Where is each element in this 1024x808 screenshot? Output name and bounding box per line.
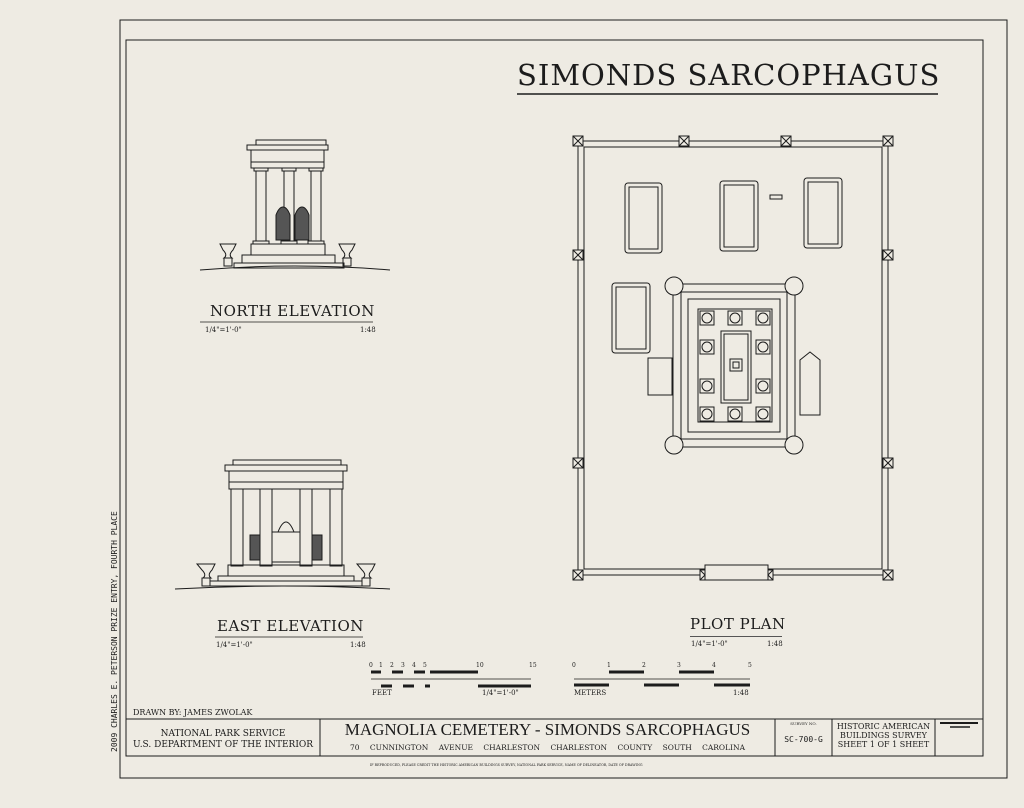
scale-tick-label: 1: [607, 662, 611, 669]
scale-tick-label: 4: [712, 662, 716, 669]
sheet-number: SHEET 1 OF 1 SHEET: [837, 740, 930, 749]
project-title: MAGNOLIA CEMETERY - SIMONDS SARCOPHAGUS: [344, 720, 751, 739]
north-elevation-drawing: [199, 139, 391, 323]
scale-tick-label: 10: [476, 662, 484, 669]
scale-tick-label: 1: [379, 662, 383, 669]
scale-tick-label: 2: [642, 662, 646, 669]
agency-line-2: U.S. DEPARTMENT OF THE INTERIOR: [132, 740, 314, 750]
inner-border: [125, 39, 984, 757]
plot-plan-drawing: [572, 135, 894, 581]
east-elevation-ratio: 1:48: [350, 641, 366, 649]
address-state: SOUTH CAROLINA: [662, 743, 746, 752]
meters-scale-text: 1:48: [733, 689, 749, 697]
meters-label: METERS: [574, 689, 607, 697]
scale-tick-label: 0: [572, 662, 576, 669]
plot-plan-underline: [690, 636, 782, 637]
plot-plan-title: PLOT PLAN: [690, 615, 786, 633]
north-elevation-ratio: 1:48: [360, 326, 376, 334]
habs-block: HISTORIC AMERICAN BUILDINGS SURVEY SHEET…: [832, 722, 935, 749]
address-street: 70 CUNNINGTON AVENUE: [349, 743, 473, 752]
survey-no-label: SURVEY NO.: [790, 721, 817, 726]
feet-scale-bar: [371, 670, 531, 688]
column-base: [727, 406, 743, 422]
column-base: [699, 378, 715, 394]
fence-post: [780, 135, 792, 147]
column-base: [699, 339, 715, 355]
north-elevation-scale: 1/4"=1'-0": [205, 326, 242, 334]
scale-tick-label: 15: [529, 662, 537, 669]
fence-post: [882, 569, 894, 581]
outer-border: [119, 19, 1008, 779]
title-block-frame: [126, 718, 983, 756]
fence-post: [678, 135, 690, 147]
habs-line-1: HISTORIC AMERICAN: [836, 722, 931, 731]
scale-tick-label: 5: [423, 662, 427, 669]
fence-post: [572, 457, 584, 469]
east-elevation-drawing: [174, 459, 391, 638]
plot-plan-scale: 1/4"=1'-0": [691, 640, 728, 648]
meters-scale-bar: [574, 670, 750, 687]
east-elevation-title: EAST ELEVATION: [217, 617, 364, 635]
east-elevation-scale: 1/4"=1'-0": [216, 641, 253, 649]
agency-line-1: NATIONAL PARK SERVICE: [160, 729, 286, 739]
fence-post: [572, 135, 584, 147]
feet-scale-text: 1/4"=1'-0": [482, 689, 519, 697]
column-base: [755, 378, 771, 394]
scale-tick-label: 4: [412, 662, 416, 669]
column-base: [755, 310, 771, 326]
prize-note: 2009 CHARLES E. PETERSON PRIZE ENTRY, FO…: [110, 511, 119, 752]
column-base: [699, 406, 715, 422]
scale-tick-label: 3: [401, 662, 405, 669]
credit-line: IF REPRODUCED, PLEASE CREDIT THE HISTORI…: [370, 763, 643, 767]
drawn-by: DRAWN BY: JAMES ZWOLAK: [133, 708, 253, 717]
column-base: [755, 406, 771, 422]
scale-tick-label: 0: [369, 662, 373, 669]
scale-tick-label: 2: [390, 662, 394, 669]
fence-post: [572, 249, 584, 261]
address-county: CHARLESTON COUNTY: [550, 743, 653, 752]
plot-plan-ratio: 1:48: [767, 640, 783, 648]
scale-tick-label: 3: [677, 662, 681, 669]
address-city: CHARLESTON: [483, 743, 541, 752]
column-base: [727, 310, 743, 326]
survey-number: SC-700-G: [784, 735, 823, 744]
feet-label: FEET: [372, 689, 392, 697]
fence-post: [882, 457, 894, 469]
sheet-title: SIMONDS SARCOPHAGUS: [517, 58, 941, 92]
habs-line-2: BUILDINGS SURVEY: [840, 731, 927, 740]
agency-block: NATIONAL PARK SERVICE U.S. DEPARTMENT OF…: [126, 729, 320, 751]
column-base: [755, 339, 771, 355]
fence-post: [882, 135, 894, 147]
project-address: 70 CUNNINGTON AVENUE CHARLESTON CHARLEST…: [320, 743, 775, 752]
fence-post: [882, 249, 894, 261]
north-elevation-title: NORTH ELEVATION: [210, 302, 375, 320]
scale-tick-label: 5: [748, 662, 752, 669]
column-base: [699, 310, 715, 326]
fence-post: [572, 569, 584, 581]
